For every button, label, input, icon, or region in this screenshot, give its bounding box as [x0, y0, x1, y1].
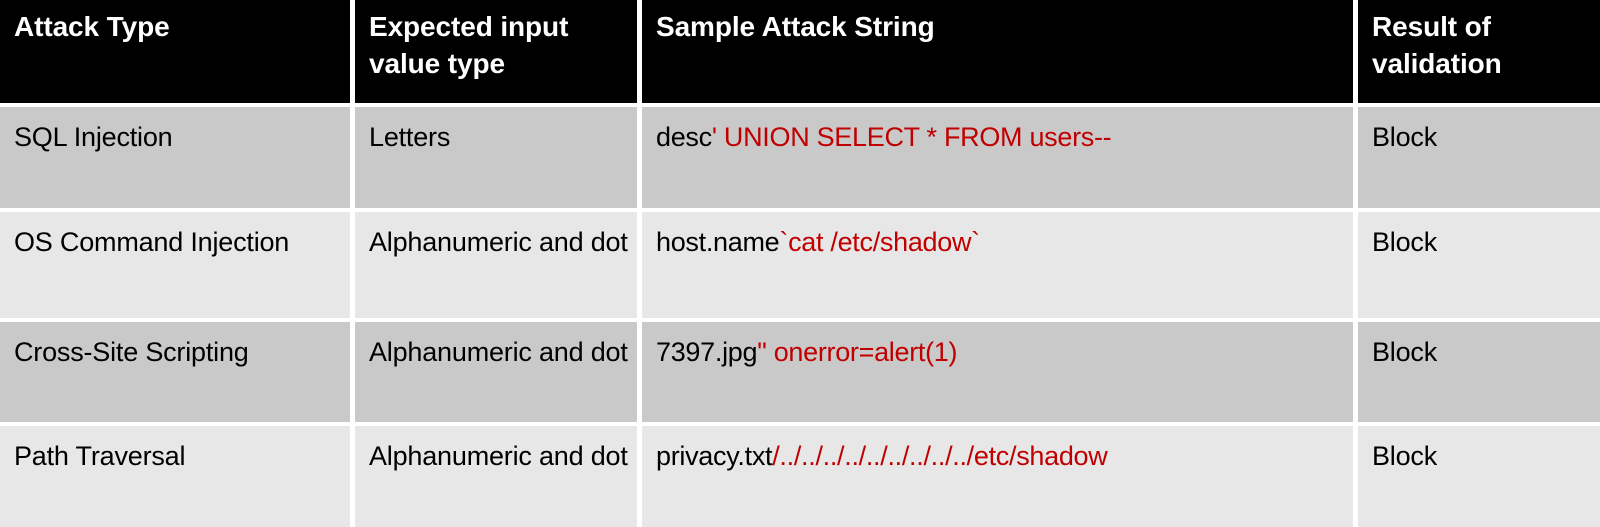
attack-type-value: Path Traversal [14, 441, 186, 471]
table-row: SQL Injection [0, 107, 350, 208]
sample-attack-string: privacy.txt/../../../../../../../../../e… [656, 441, 1108, 471]
table-row: desc' UNION SELECT * FROM users-- [642, 107, 1353, 208]
table-row: Path Traversal [0, 426, 350, 527]
sample-attack-string: 7397.jpg" onerror=alert(1) [656, 337, 958, 367]
attack-payload: `cat /etc/shadow` [779, 227, 980, 257]
benign-prefix: 7397.jpg [656, 337, 758, 367]
table-row: 7397.jpg" onerror=alert(1) [642, 322, 1353, 422]
expected-input-value: Alphanumeric and dot [369, 441, 628, 471]
table-row: Alphanumeric and dot [355, 322, 637, 422]
column-header-expected-input: Expected input value type [355, 0, 637, 103]
attack-type-value: Cross-Site Scripting [14, 337, 249, 367]
expected-input-value: Alphanumeric and dot [369, 227, 628, 257]
attack-type-value: OS Command Injection [14, 227, 290, 257]
attack-payload: ' UNION SELECT * FROM users-- [711, 122, 1112, 152]
column-header-label: Sample Attack String [656, 11, 935, 42]
sample-attack-string: desc' UNION SELECT * FROM users-- [656, 122, 1112, 152]
table-row: Block [1358, 107, 1600, 208]
table-row: host.name`cat /etc/shadow` [642, 212, 1353, 318]
column-header-result-of-validation: Result of validation [1358, 0, 1600, 103]
table-row: Alphanumeric and dot [355, 426, 637, 527]
validation-result-value: Block [1372, 441, 1438, 471]
column-header-label: Attack Type [14, 11, 170, 42]
validation-result-value: Block [1372, 227, 1438, 257]
expected-input-value: Letters [369, 122, 451, 152]
table-row: Alphanumeric and dot [355, 212, 637, 318]
benign-prefix: host.name [656, 227, 780, 257]
table-row: privacy.txt/../../../../../../../../../e… [642, 426, 1353, 527]
expected-input-value: Alphanumeric and dot [369, 337, 628, 367]
column-header-label: Result of validation [1372, 11, 1502, 80]
validation-result-value: Block [1372, 337, 1438, 367]
table-row: OS Command Injection [0, 212, 350, 318]
table-row: Letters [355, 107, 637, 208]
benign-prefix: desc [656, 122, 712, 152]
table-row: Cross-Site Scripting [0, 322, 350, 422]
sample-attack-string: host.name`cat /etc/shadow` [656, 227, 980, 257]
column-header-attack-type: Attack Type [0, 0, 350, 103]
column-header-label: Expected input value type [369, 11, 569, 80]
validation-result-value: Block [1372, 122, 1438, 152]
attack-payload: /../../../../../../../../../etc/shadow [772, 441, 1108, 471]
benign-prefix: privacy.txt [656, 441, 773, 471]
column-header-sample-attack-string: Sample Attack String [642, 0, 1353, 103]
attack-payload: " onerror=alert(1) [757, 337, 958, 367]
table-row: Block [1358, 426, 1600, 527]
table-row: Block [1358, 212, 1600, 318]
attack-type-value: SQL Injection [14, 122, 173, 152]
table-row: Block [1358, 322, 1600, 422]
